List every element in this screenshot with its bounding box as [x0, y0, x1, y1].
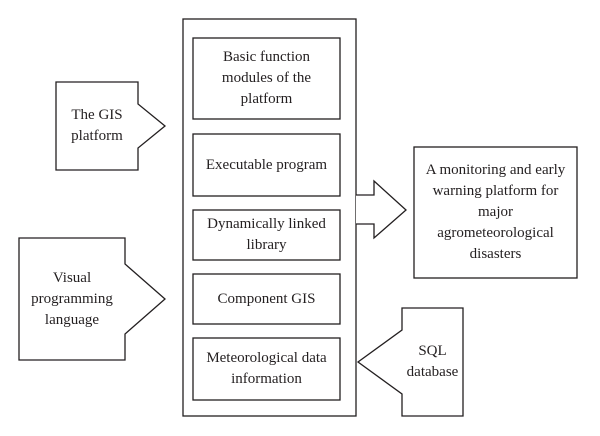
arrow-to-output: [356, 179, 407, 240]
output-box: [413, 146, 578, 279]
arrow-visual-programming: [18, 237, 166, 361]
module-box-meteorological: [192, 337, 341, 401]
arrow-sql-database: [356, 307, 464, 417]
arrow-gis-platform: [55, 81, 167, 171]
module-box-component-gis: [192, 273, 341, 325]
module-box-dll: [192, 209, 341, 261]
module-box-basic-functions: [192, 37, 341, 120]
module-box-executable: [192, 133, 341, 197]
